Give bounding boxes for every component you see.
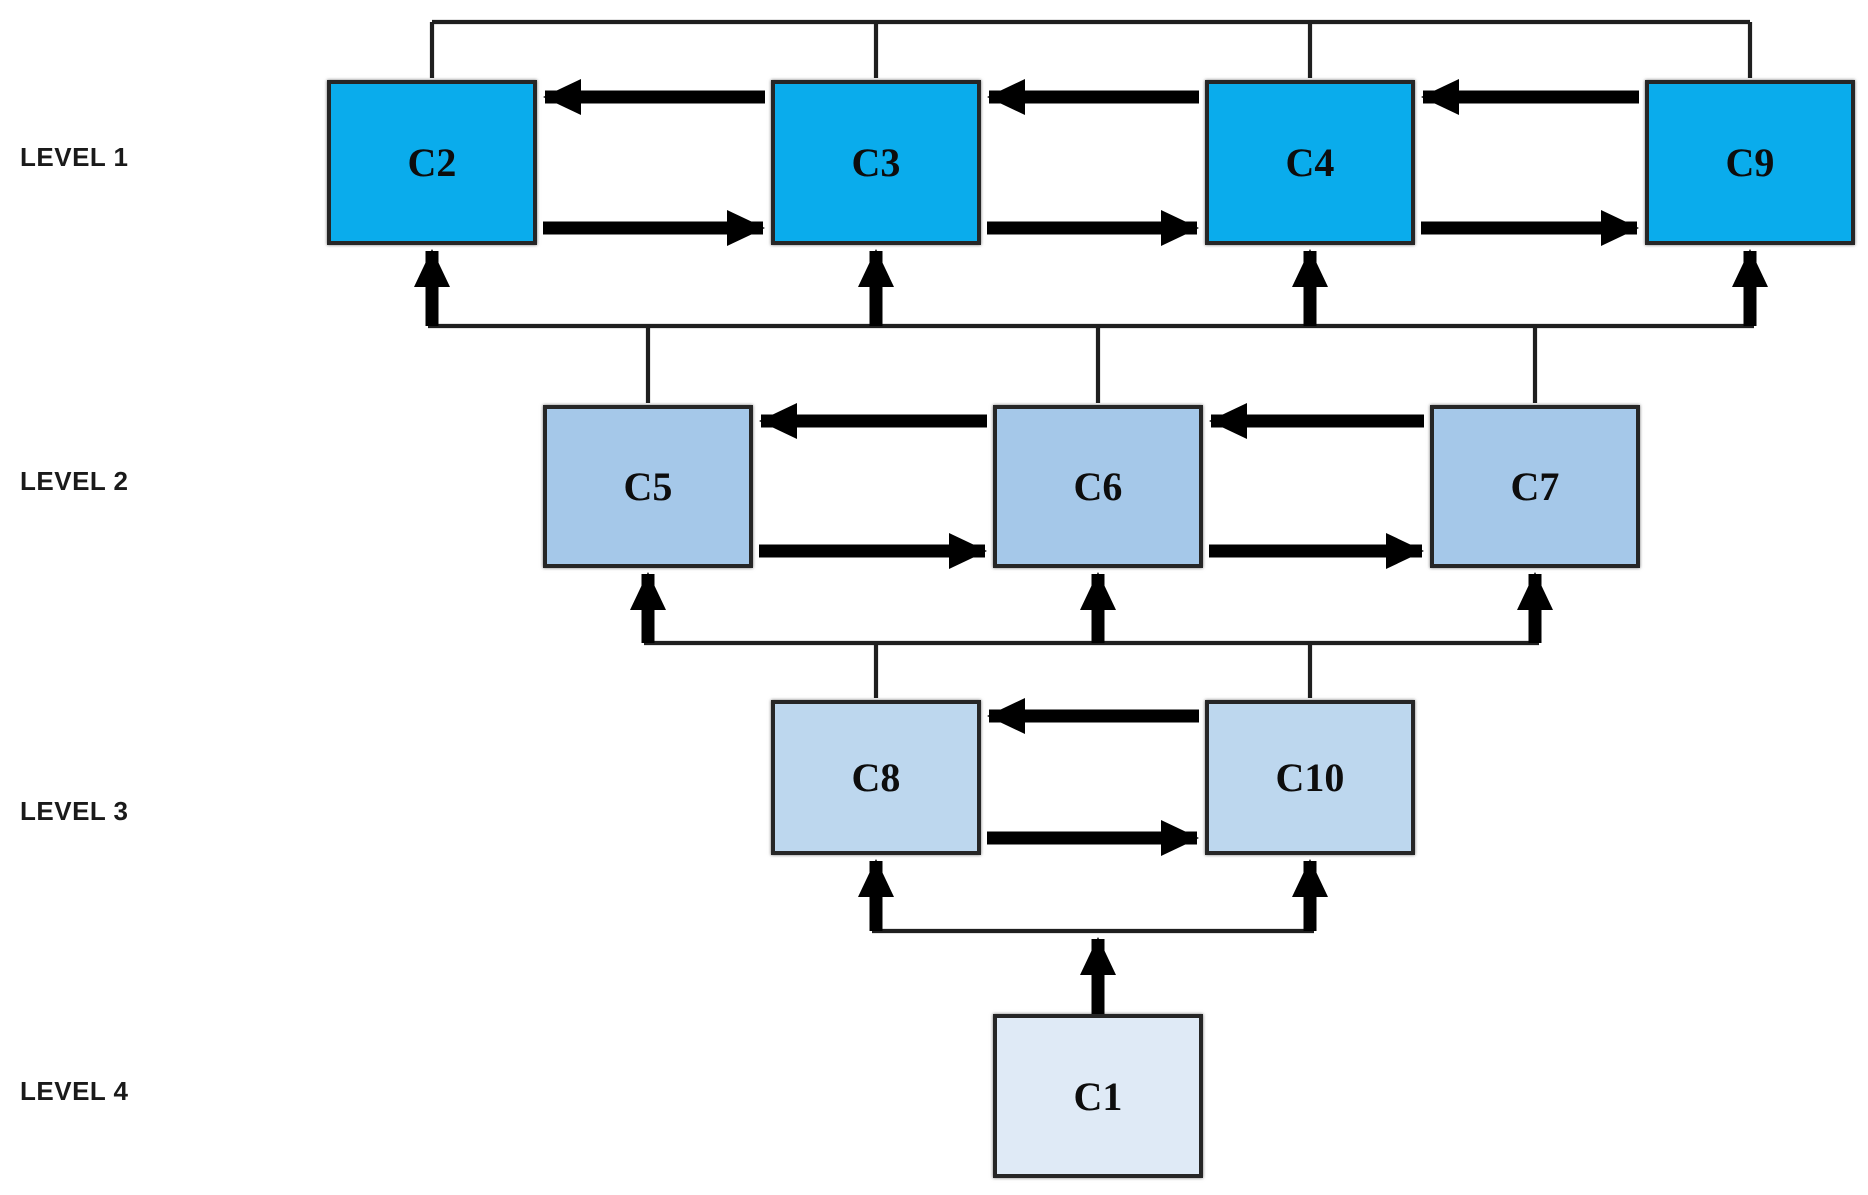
node-c4: C4 — [1205, 80, 1415, 245]
level-1-label: LEVEL 1 — [20, 142, 129, 172]
level2-feed-bus — [644, 640, 1539, 698]
node-c10: C10 — [1205, 700, 1415, 855]
node-c1: C1 — [993, 1014, 1203, 1178]
level-3-label: LEVEL 3 — [20, 796, 129, 826]
node-c8: C8 — [771, 700, 981, 855]
node-c5: C5 — [543, 405, 753, 568]
top-link-bus — [429, 19, 1753, 78]
node-c2: C2 — [327, 80, 537, 245]
node-c7: C7 — [1430, 405, 1640, 568]
node-c3: C3 — [771, 80, 981, 245]
node-c6: C6 — [993, 405, 1203, 568]
level1-feed-bus — [428, 323, 1754, 403]
node-c9: C9 — [1645, 80, 1855, 245]
level-2-label: LEVEL 2 — [20, 466, 129, 496]
level-4-label: LEVEL 4 — [20, 1076, 129, 1106]
